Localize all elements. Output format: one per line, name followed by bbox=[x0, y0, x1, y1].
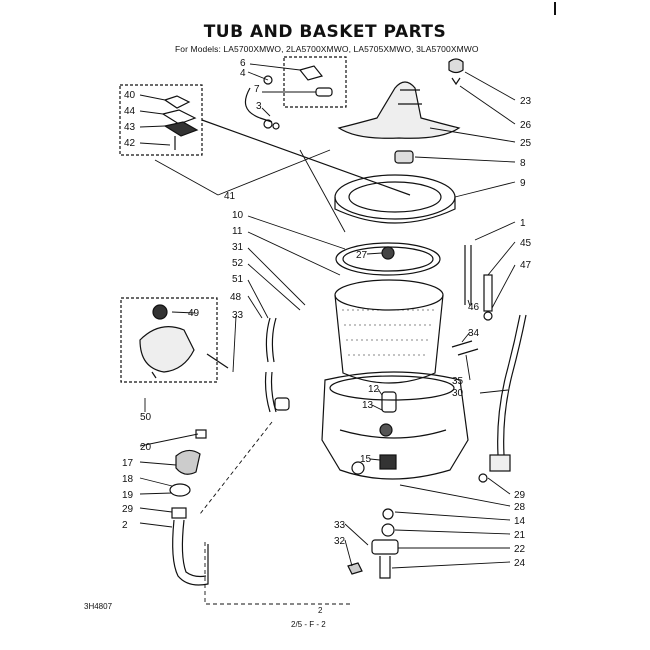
callout-26: 26 bbox=[520, 120, 532, 131]
outer-tub bbox=[321, 371, 469, 480]
callout-24: 24 bbox=[514, 558, 526, 569]
diagram-title: TUB AND BASKET PARTS bbox=[203, 22, 447, 42]
callout-47: 47 bbox=[520, 260, 532, 271]
callout-49: 49 bbox=[188, 308, 200, 319]
inlet-detail-box bbox=[244, 56, 347, 130]
pump-detail-box bbox=[120, 297, 229, 383]
callout-1: 1 bbox=[520, 218, 526, 229]
callout-4: 4 bbox=[240, 68, 246, 79]
callout-33: 33 bbox=[334, 520, 346, 531]
callout-44: 44 bbox=[124, 106, 136, 117]
callout-27: 27 bbox=[356, 250, 368, 261]
callout-46: 46 bbox=[468, 302, 480, 313]
drive-parts bbox=[347, 508, 399, 579]
callout-33: 33 bbox=[232, 310, 244, 321]
callout-48: 48 bbox=[230, 292, 242, 303]
callout-40: 40 bbox=[124, 90, 136, 101]
callout-31: 31 bbox=[232, 242, 244, 253]
callout-41: 41 bbox=[224, 191, 236, 202]
callout-23: 23 bbox=[520, 96, 532, 107]
callout-21: 21 bbox=[514, 530, 526, 541]
callout-30: 30 bbox=[452, 388, 464, 399]
callout-15: 15 bbox=[360, 454, 372, 465]
callout-43: 43 bbox=[124, 122, 136, 133]
callout-52: 52 bbox=[232, 258, 244, 269]
callout-7: 7 bbox=[254, 84, 260, 95]
callout-34: 34 bbox=[468, 328, 480, 339]
callout-51: 51 bbox=[232, 274, 244, 285]
callout-50: 50 bbox=[140, 412, 152, 423]
sheet-code: 2/5 - F - 2 bbox=[291, 620, 326, 629]
page-number: 2 bbox=[318, 606, 323, 615]
callout-22: 22 bbox=[514, 544, 526, 555]
callout-29: 29 bbox=[514, 490, 526, 501]
callout-19: 19 bbox=[122, 490, 134, 501]
edge-mark bbox=[554, 2, 556, 15]
callout-14: 14 bbox=[514, 516, 526, 527]
tub-ring bbox=[334, 174, 456, 224]
callout-9: 9 bbox=[520, 178, 526, 189]
model-list: For Models: LA5700XMWO, 2LA5700XMWO, LA5… bbox=[175, 44, 479, 54]
callout-13: 13 bbox=[362, 400, 374, 411]
agitator-assembly bbox=[337, 58, 464, 164]
lid-switch-detail-box bbox=[119, 84, 411, 196]
callout-45: 45 bbox=[520, 238, 532, 249]
callout-32: 32 bbox=[334, 536, 346, 547]
callout-42: 42 bbox=[124, 138, 136, 149]
callout-numbers: 6473404443424110113152514833495020171819… bbox=[122, 58, 532, 569]
callout-20: 20 bbox=[140, 442, 152, 453]
callout-6: 6 bbox=[240, 58, 246, 69]
leader-lines bbox=[139, 63, 516, 605]
callout-25: 25 bbox=[520, 138, 532, 149]
drain-hose-right bbox=[451, 245, 527, 483]
callout-8: 8 bbox=[520, 158, 526, 169]
callout-11: 11 bbox=[232, 226, 243, 237]
callout-10: 10 bbox=[232, 210, 244, 221]
callout-28: 28 bbox=[514, 502, 526, 513]
callout-2: 2 bbox=[122, 520, 128, 531]
callout-12: 12 bbox=[368, 384, 380, 395]
callout-35: 35 bbox=[452, 376, 464, 387]
callout-3: 3 bbox=[256, 101, 262, 112]
document-code: 3H4807 bbox=[84, 602, 113, 611]
hose-assembly bbox=[169, 317, 290, 586]
callout-17: 17 bbox=[122, 458, 134, 469]
wash-basket bbox=[334, 242, 444, 384]
callout-29: 29 bbox=[122, 504, 134, 515]
callout-18: 18 bbox=[122, 474, 134, 485]
